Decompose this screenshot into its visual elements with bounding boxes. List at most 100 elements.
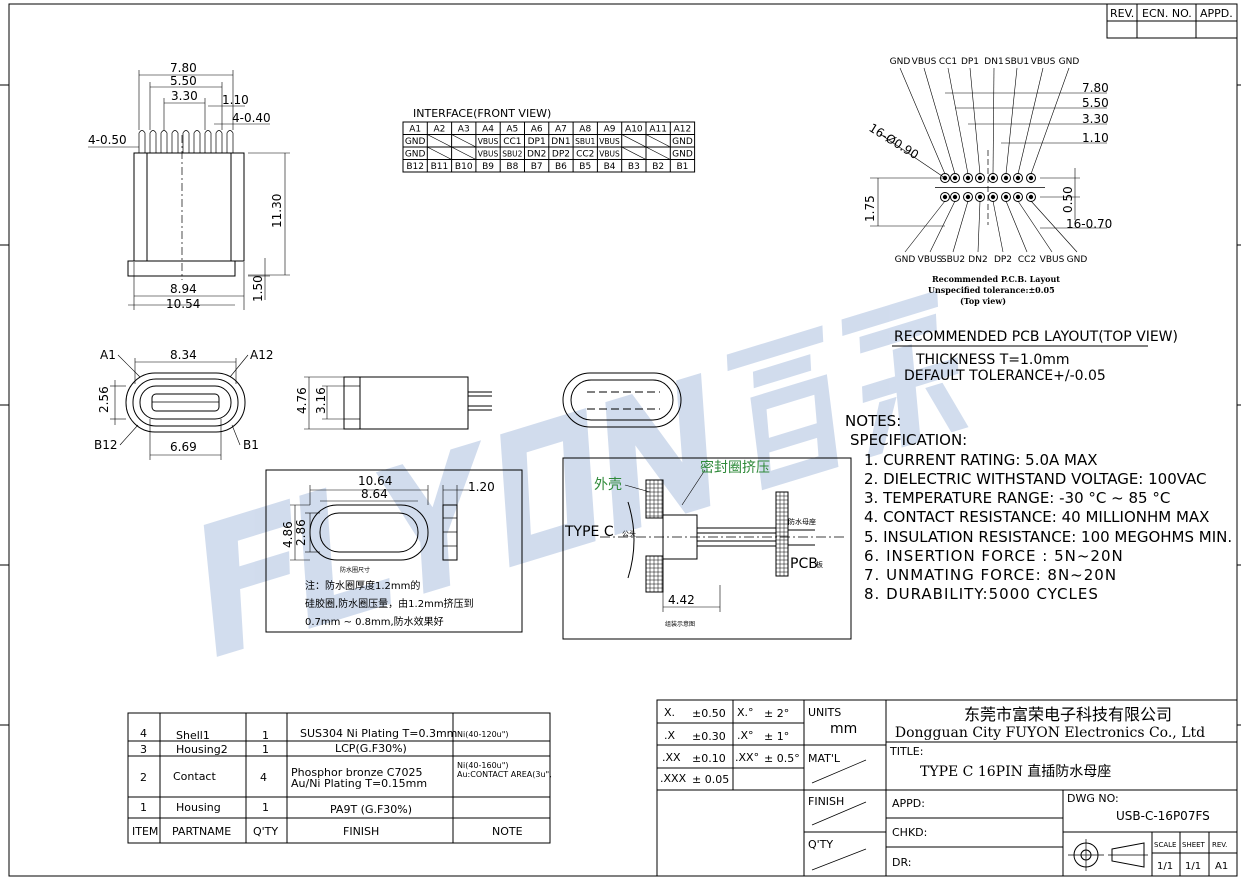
tol-xdeg: X.° xyxy=(737,706,754,719)
pcb-top-label: GND xyxy=(1059,57,1080,67)
side-view-drawing: 4.76 3.16 xyxy=(295,376,492,430)
pcb-dim-16-070: 16-0.70 xyxy=(1066,217,1112,231)
bom-row2-note-line2: Au:CONTACT AREA(3u", xyxy=(457,770,552,779)
title-block: X. ±0.50 X.° ± 2° .X ±0.30 .X° ± 1° .XX … xyxy=(656,699,1238,877)
pcb-bottom-label: VBUS xyxy=(1040,255,1065,265)
assembly-label-female: 防水母座 xyxy=(788,517,816,526)
units-label: UNITS xyxy=(808,706,841,719)
interface-cell: A8 xyxy=(579,125,591,135)
bom-row1-qty: 1 xyxy=(262,801,269,814)
interface-cell: B12 xyxy=(406,162,424,172)
interface-cell: A1 xyxy=(409,125,421,135)
pcb-top-label: SBU1 xyxy=(1005,57,1029,67)
pcb-bottom-leader xyxy=(952,200,969,253)
pcb-bottom-label: GND xyxy=(1067,255,1088,265)
interface-empty-cell xyxy=(621,146,647,160)
side-dim-4-76: 4.76 xyxy=(295,387,309,414)
seal-note-3: 0.7mm ~ 0.8mm,防水效果好 xyxy=(305,615,444,628)
interface-cell: GND xyxy=(672,137,693,147)
seal-note-2: 硅胶圈,防水圈压量，由1.2mm挤压到 xyxy=(305,597,474,610)
revision-box: REV. ECN. NO. APPD. xyxy=(1106,3,1238,39)
pcb-top-label: DN1 xyxy=(984,57,1003,67)
pcb-pad-hole xyxy=(977,194,983,200)
bom-row1-finish: PA9T (G.F30%) xyxy=(330,803,412,816)
sheet-border xyxy=(8,3,1238,877)
pcb-pad-hole xyxy=(1003,175,1009,181)
pcb-bottom-leader xyxy=(929,200,956,253)
pcb-bottom-leader xyxy=(904,200,946,253)
company-name-en: Dongguan City FUYON Electronics Co., Ltd xyxy=(895,725,1205,741)
bom-row4-qty: 1 xyxy=(262,729,269,742)
pcb-top-label: GND xyxy=(890,57,911,67)
interface-cell: B5 xyxy=(579,162,591,172)
interface-cell: A11 xyxy=(649,125,667,135)
top-dim-11-30: 11.30 xyxy=(270,194,284,228)
notes-subheading: SPECIFICATION: xyxy=(850,431,967,449)
sheet-value: 1/1 xyxy=(1185,861,1201,872)
notes-item-8: 8. DURABILITY:5000 CYCLES xyxy=(864,585,1099,603)
bom-row3-qty: 1 xyxy=(262,743,269,756)
pcb-dim-0-50: 0.50 xyxy=(1061,186,1075,213)
bom-row3-part: Housing2 xyxy=(176,743,228,756)
pcb-pad-hole xyxy=(952,194,958,200)
tol-dxdeg: .X° xyxy=(737,729,754,742)
interface-cell: B11 xyxy=(431,162,449,172)
tol-dxxdeg: .XX° xyxy=(735,751,759,764)
seal-dim-1-20: 1.20 xyxy=(468,480,495,494)
interface-title: INTERFACE(FRONT VIEW) xyxy=(413,107,551,120)
chkd-label: CHKD: xyxy=(892,826,927,839)
interface-empty-cell xyxy=(645,134,671,148)
pcb-pad-hole xyxy=(990,175,996,181)
pcb-dim-16-090: 16-Ø0.90 xyxy=(866,121,921,162)
pcb-pad xyxy=(940,192,950,202)
tol-xdeg-val: ± 2° xyxy=(764,707,789,720)
pcb-bottom-leader xyxy=(1005,200,1028,253)
pcb-bottom-label: DP2 xyxy=(994,255,1012,265)
bom-row2-part: Contact xyxy=(173,770,216,783)
bom-row2-finish-line1: Phosphor bronze C7025 xyxy=(291,766,422,779)
bom-row2-note-line1: Ni(40-160u") xyxy=(457,761,509,770)
pcb-top-leader xyxy=(899,67,946,175)
units-value: mm xyxy=(830,721,857,737)
interface-empty-cell xyxy=(427,146,452,160)
pcb-top-label: VBUS xyxy=(1031,57,1056,67)
interface-cell: A6 xyxy=(531,125,543,135)
assembly-label-socket: 公头 xyxy=(622,529,636,538)
interface-cell: CC1 xyxy=(503,137,521,147)
interface-cell: SBU2 xyxy=(502,150,522,159)
finish-label: FINISH xyxy=(808,795,844,808)
notes-item-6: 6. INSERTION FORCE : 5N~20N xyxy=(864,547,1124,565)
pcb-pad xyxy=(1026,192,1036,202)
interface-cell: B3 xyxy=(628,162,640,172)
interface-empty-cell xyxy=(621,134,647,148)
interface-empty-cell xyxy=(645,146,671,160)
interface-cell: DN1 xyxy=(551,137,570,147)
pcb-pad-hole xyxy=(1015,175,1021,181)
interface-cell: DN2 xyxy=(527,150,546,160)
top-dim-4-050: 4-0.50 xyxy=(88,133,127,147)
pcb-dim-7-80: 7.80 xyxy=(1082,81,1109,95)
interface-cell: B7 xyxy=(531,162,543,172)
top-dim-7-80: 7.80 xyxy=(170,61,197,75)
assembly-label-board: 板 xyxy=(816,560,823,569)
pcb-bottom-label: VBUS xyxy=(918,255,943,265)
top-dim-8-94: 8.94 xyxy=(170,282,197,296)
pcb-top-label: DP1 xyxy=(961,57,979,67)
pcb-pad-hole xyxy=(1015,194,1021,200)
pcb-pad-hole xyxy=(977,175,983,181)
pcb-bottom-leader xyxy=(1030,200,1078,253)
assembly-label-typec: TYPE C xyxy=(564,524,614,540)
bom-row1-item: 1 xyxy=(140,801,147,814)
front-view-drawing: 8.34 2.56 6.69 A1 A12 B12 B1 xyxy=(94,348,273,460)
front-label-a12: A12 xyxy=(250,348,273,362)
border-ticks xyxy=(0,84,1241,726)
bom-row4-finish: SUS304 Ni Plating T=0.3mm xyxy=(300,727,457,740)
pcb-top-leader xyxy=(923,67,956,175)
front-label-a1: A1 xyxy=(100,348,116,362)
pcb-note-3: (Top view) xyxy=(960,296,1006,306)
bom-header-note: NOTE xyxy=(492,825,523,838)
bom-row4-part: Shell1 xyxy=(176,729,210,742)
top-dim-1-50: 1.50 xyxy=(251,275,265,302)
